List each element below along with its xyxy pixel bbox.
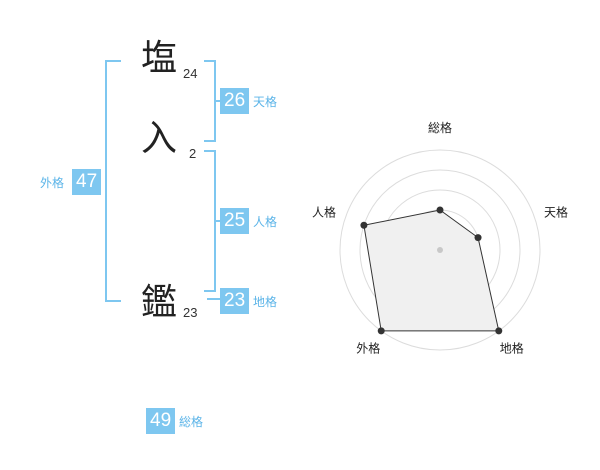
radar-axis-label: 外格 bbox=[356, 341, 380, 356]
name-char-1: 塩 bbox=[141, 38, 178, 79]
radar-point bbox=[495, 327, 503, 335]
radar-ring bbox=[339, 149, 541, 351]
gaikaku-bracket bbox=[105, 60, 121, 302]
radar-axis-label: 人格 bbox=[312, 204, 336, 219]
name-char-2: 入 bbox=[141, 118, 178, 159]
stroke-count-1: 24 bbox=[183, 66, 198, 81]
radar-center-dot bbox=[437, 247, 443, 253]
chikaku-connector bbox=[207, 298, 220, 300]
soukaku-score: 49 bbox=[146, 408, 176, 434]
radar-point bbox=[474, 234, 482, 242]
jinkaku-connector bbox=[214, 220, 220, 222]
radar-axis-label: 地格 bbox=[500, 341, 524, 356]
gaikaku-score: 47 bbox=[72, 169, 102, 195]
jinkaku-score: 25 bbox=[220, 208, 250, 234]
radar-point bbox=[436, 206, 444, 214]
stroke-count-3: 23 bbox=[183, 305, 198, 320]
radar-axis-label: 天格 bbox=[544, 204, 568, 219]
tenkaku-label: 天格 bbox=[253, 95, 278, 109]
chikaku-score: 23 bbox=[220, 288, 250, 314]
stroke-count-2: 2 bbox=[189, 146, 197, 161]
jinkaku-label: 人格 bbox=[253, 215, 278, 229]
radar-area bbox=[363, 209, 500, 332]
radar-axis-label: 総格 bbox=[428, 120, 452, 135]
gaikaku-label: 外格 bbox=[40, 176, 65, 190]
tenkaku-connector bbox=[214, 100, 220, 102]
radar-point bbox=[360, 221, 368, 229]
name-char-3: 鑑 bbox=[141, 282, 178, 323]
radar-point bbox=[377, 327, 385, 335]
tenkaku-score: 26 bbox=[220, 88, 250, 114]
chikaku-label: 地格 bbox=[253, 295, 278, 309]
soukaku-label: 総格 bbox=[179, 415, 204, 429]
